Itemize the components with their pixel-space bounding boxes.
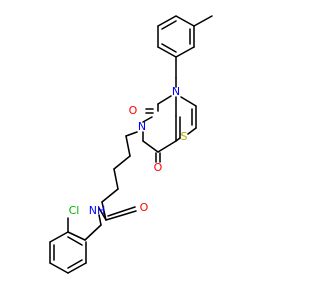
aromatic-bond xyxy=(161,20,177,30)
bond xyxy=(142,140,159,153)
bond xyxy=(49,231,69,243)
bond xyxy=(49,262,69,274)
methylbenzyl-ring xyxy=(157,15,213,88)
bond xyxy=(187,127,197,135)
bond xyxy=(125,131,138,137)
methyl-bond xyxy=(193,15,213,27)
atom-nh: NH xyxy=(89,204,106,217)
atom-s: S xyxy=(181,130,188,143)
bond xyxy=(175,15,195,27)
molecule-canvas: N N O O S NH O Cl xyxy=(49,15,213,274)
atom-cl: Cl xyxy=(69,204,80,217)
atom-o4: O xyxy=(154,161,163,174)
chlorobenzyl-ring xyxy=(49,217,87,274)
bond xyxy=(113,168,119,190)
atom-n1: N xyxy=(172,85,180,98)
bond xyxy=(142,116,153,123)
bond xyxy=(98,214,102,226)
atom-o2: O xyxy=(129,104,138,117)
bond xyxy=(101,201,107,221)
amide-carbonyl-bond xyxy=(107,206,136,217)
molecule-structure: N N O O S NH O Cl xyxy=(49,15,213,274)
atom-o-amide: O xyxy=(140,201,149,214)
bond xyxy=(175,137,181,142)
bond xyxy=(157,140,177,153)
bond xyxy=(125,135,131,157)
bond xyxy=(157,95,172,105)
aromatic-bond xyxy=(161,43,177,53)
bond xyxy=(157,15,177,27)
bond xyxy=(113,155,131,170)
bond xyxy=(101,188,119,203)
hexanamide-chain xyxy=(84,131,138,241)
amide-carbonyl-bond xyxy=(105,210,137,221)
bond xyxy=(67,231,86,241)
aromatic-bond xyxy=(67,259,83,269)
atom-n3: N xyxy=(138,120,146,133)
bond xyxy=(157,46,177,58)
amide-cn-bond xyxy=(98,207,107,221)
aromatic-bond xyxy=(67,236,83,246)
bond xyxy=(67,262,87,274)
pyrimidinedione-ring xyxy=(142,95,177,163)
bond xyxy=(180,96,197,107)
bond xyxy=(84,224,102,241)
bond xyxy=(175,46,195,58)
thiophene-ring xyxy=(175,96,197,142)
